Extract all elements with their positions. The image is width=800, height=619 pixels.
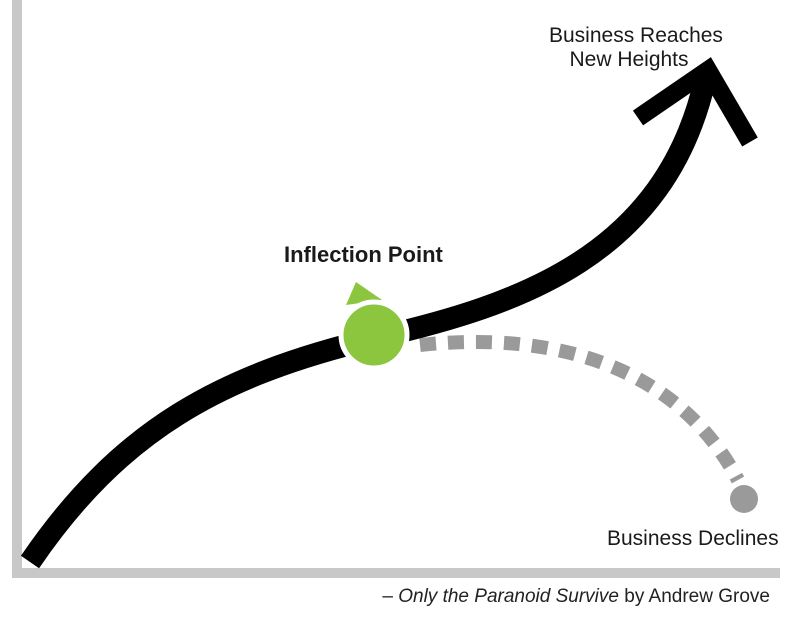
inflection-pointer bbox=[346, 282, 382, 305]
caption-prefix: – bbox=[382, 586, 399, 607]
caption-book-title: Only the Paranoid Survive bbox=[398, 586, 619, 607]
growth-arrowhead bbox=[632, 57, 758, 147]
decline-label: Business Declines bbox=[607, 527, 779, 550]
inflection-label: Inflection Point bbox=[284, 242, 443, 267]
decline-curve bbox=[419, 335, 745, 484]
y-axis bbox=[12, 0, 22, 578]
growth-label: Business Reaches New Heights bbox=[549, 24, 723, 72]
growth-label-line1: Business Reaches bbox=[549, 24, 723, 47]
growth-label-line2: New Heights bbox=[569, 48, 689, 71]
caption-author: by Andrew Grove bbox=[618, 586, 770, 607]
inflection-dot bbox=[338, 299, 410, 371]
decline-end-dot bbox=[730, 485, 758, 513]
x-axis bbox=[12, 568, 780, 578]
source-caption: – Only the Paranoid Survive by Andrew Gr… bbox=[382, 586, 770, 608]
